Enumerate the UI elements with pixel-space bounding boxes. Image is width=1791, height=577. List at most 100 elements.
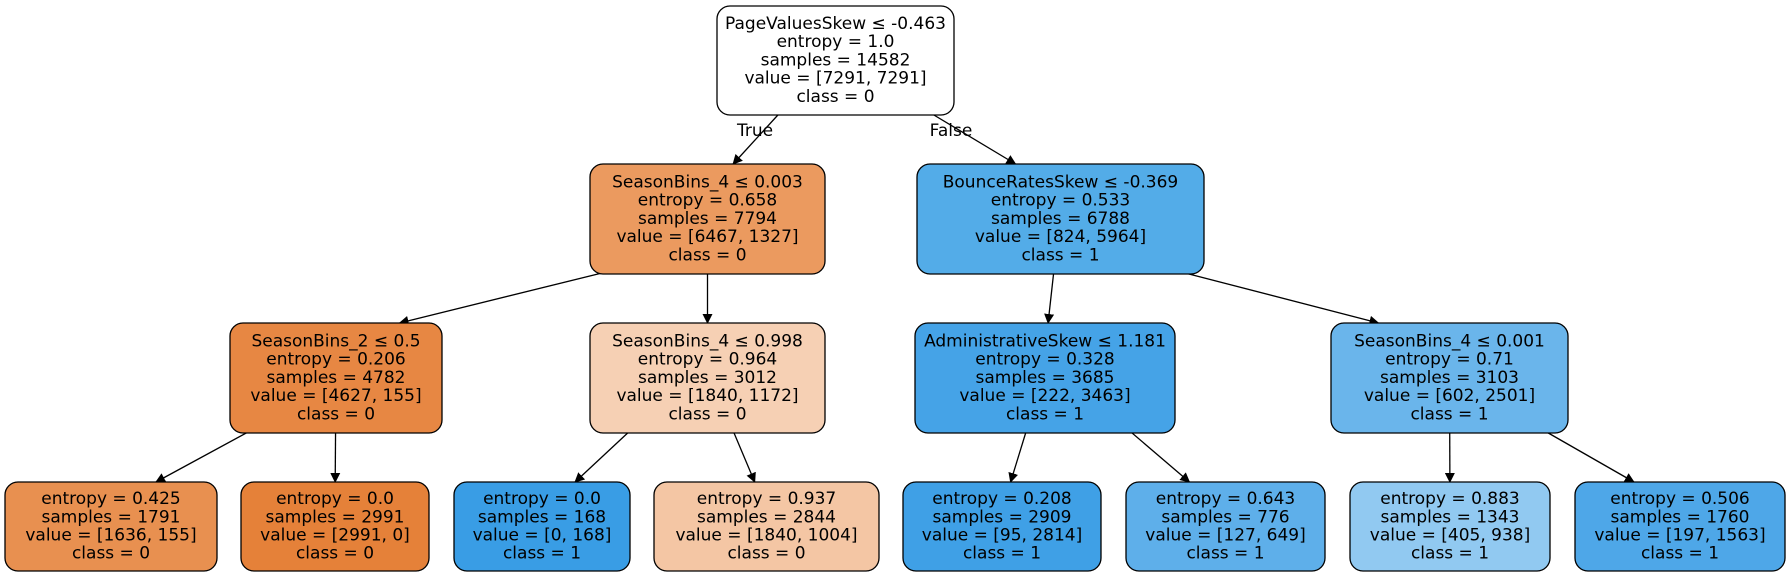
tree-edge-n5-n12	[1125, 427, 1191, 483]
node-text-line: value = [127, 649]	[1145, 526, 1305, 546]
node-text-line: samples = 14582	[761, 50, 911, 70]
node-text-line: samples = 776	[1161, 507, 1289, 527]
node-text-line: value = [602, 2501]	[1364, 386, 1535, 406]
node-box	[589, 163, 826, 275]
node-text-line: class = 0	[668, 245, 746, 265]
node-text-line: value = [4627, 155]	[250, 386, 421, 406]
node-box	[4, 481, 218, 572]
node-text-line: class = 0	[72, 544, 150, 564]
node-box	[589, 322, 826, 434]
node-box	[1330, 322, 1569, 434]
node-box	[453, 481, 631, 572]
node-box	[229, 322, 443, 434]
node-text-line: value = [405, 938]	[1370, 526, 1530, 546]
edges-layer	[155, 109, 1635, 483]
node-box	[1574, 481, 1786, 572]
tree-edge-n6-n14	[1539, 427, 1635, 483]
node-text-line: samples = 3012	[638, 368, 777, 388]
node-text-line: class = 1	[963, 544, 1041, 564]
node-text-line: entropy = 0.425	[41, 489, 181, 509]
node-text-line: value = [824, 5964]	[975, 227, 1146, 247]
node-text-line: class = 1	[1411, 544, 1489, 564]
node-text-line: value = [2991, 0]	[260, 526, 410, 546]
node-text-line: PageValuesSkew ≤ -0.463	[725, 14, 946, 34]
node-text-line: entropy = 0.0	[483, 489, 601, 509]
edge-label-false: False	[930, 121, 973, 141]
tree-edge-n3-n7	[155, 427, 256, 483]
node-text-line: value = [222, 3463]	[959, 386, 1130, 406]
node-text-line: SeasonBins_2 ≤ 0.5	[251, 332, 420, 352]
node-text-line: samples = 2991	[266, 507, 405, 527]
node-text-line: class = 0	[796, 87, 874, 107]
tree-edge-n2-n5	[1044, 273, 1055, 324]
tree-edge-n2-n6	[1169, 268, 1380, 326]
tree-edge-n5-n11	[1008, 432, 1027, 483]
node-text-line: SeasonBins_4 ≤ 0.001	[1354, 332, 1545, 352]
node-text-line: samples = 2909	[933, 507, 1072, 527]
node-box	[240, 481, 430, 572]
node-text-line: samples = 1760	[1611, 507, 1750, 527]
node-text-line: BounceRatesSkew ≤ -0.369	[943, 173, 1179, 193]
node-text-line: entropy = 0.208	[932, 489, 1072, 509]
tree-edge-n4-n9	[574, 427, 634, 483]
tree-edge-n1-n3	[398, 268, 619, 326]
node-box	[914, 322, 1176, 434]
node-text-line: value = [7291, 7291]	[744, 69, 926, 89]
node-text-line: value = [95, 2814]	[922, 526, 1082, 546]
node-text-line: class = 1	[1006, 404, 1084, 424]
node-box	[716, 5, 955, 116]
node-text-line: entropy = 0.658	[638, 191, 778, 211]
node-text-line: value = [6467, 1327]	[616, 227, 798, 247]
node-text-line: entropy = 0.533	[991, 191, 1131, 211]
node-text-line: entropy = 0.206	[266, 350, 406, 370]
node-text-line: entropy = 0.937	[697, 489, 837, 509]
node-text-line: class = 0	[668, 404, 746, 424]
node-text-line: value = [1840, 1172]	[616, 386, 798, 406]
node-text-line: entropy = 0.643	[1156, 489, 1296, 509]
node-text-line: SeasonBins_4 ≤ 0.003	[612, 173, 803, 193]
tree-edge-n4-n10	[733, 432, 756, 483]
node-text-line: value = [0, 168]	[473, 526, 612, 546]
node-text-line: class = 0	[296, 544, 374, 564]
node-box	[902, 481, 1102, 572]
node-box	[653, 481, 880, 572]
node-text-line: entropy = 0.71	[1385, 350, 1514, 370]
node-text-line: entropy = 0.506	[1610, 489, 1750, 509]
node-box	[1125, 481, 1326, 572]
tree-edge-n0-n1	[732, 114, 779, 165]
node-text-line: samples = 4782	[267, 368, 406, 388]
node-text-line: AdministrativeSkew ≤ 1.181	[924, 332, 1166, 352]
node-text-line: class = 1	[1021, 245, 1099, 265]
node-box	[916, 163, 1205, 275]
node-box	[1349, 481, 1551, 572]
node-text-line: class = 1	[503, 544, 581, 564]
tree-edge-n0-n2	[925, 109, 1017, 165]
node-text-line: class = 0	[727, 544, 805, 564]
node-text-line: class = 1	[1186, 544, 1264, 564]
node-text-line: samples = 3685	[976, 368, 1115, 388]
node-text-line: samples = 2844	[697, 507, 836, 527]
node-text-line: entropy = 0.328	[975, 350, 1115, 370]
node-text-line: entropy = 0.0	[276, 489, 394, 509]
node-text-line: samples = 1791	[42, 507, 181, 527]
node-text-line: entropy = 0.964	[638, 350, 778, 370]
node-text-line: value = [1636, 155]	[25, 526, 196, 546]
node-text-line: entropy = 0.883	[1380, 489, 1520, 509]
node-text-line: class = 1	[1410, 404, 1488, 424]
